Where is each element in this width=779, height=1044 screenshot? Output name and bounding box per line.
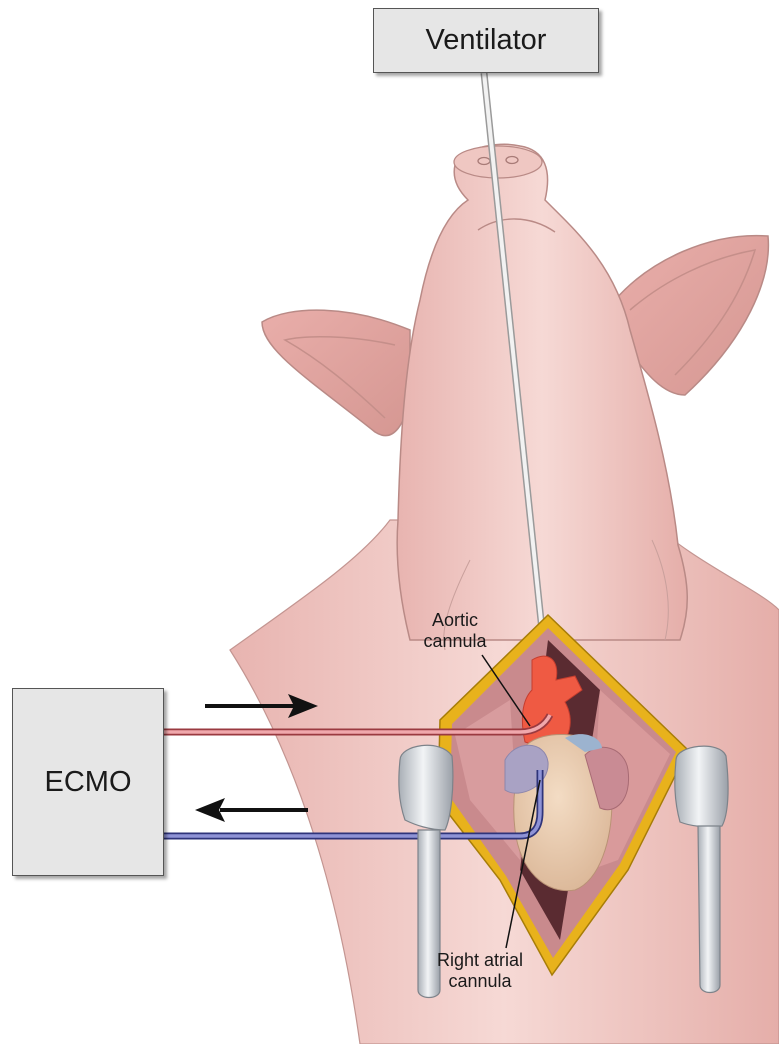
ecmo-label: ECMO: [45, 766, 132, 799]
pig-head: [397, 144, 687, 640]
venous-flow-arrow: [195, 798, 308, 822]
pig-left-ear: [262, 310, 410, 435]
aortic-cannula-label: Aortic cannula: [400, 610, 510, 652]
right-atrial-cannula-label: Right atrial cannula: [415, 950, 545, 992]
ventilator-label: Ventilator: [426, 24, 547, 57]
ventilator-box: Ventilator: [373, 8, 599, 73]
ecmo-box: ECMO: [12, 688, 164, 876]
